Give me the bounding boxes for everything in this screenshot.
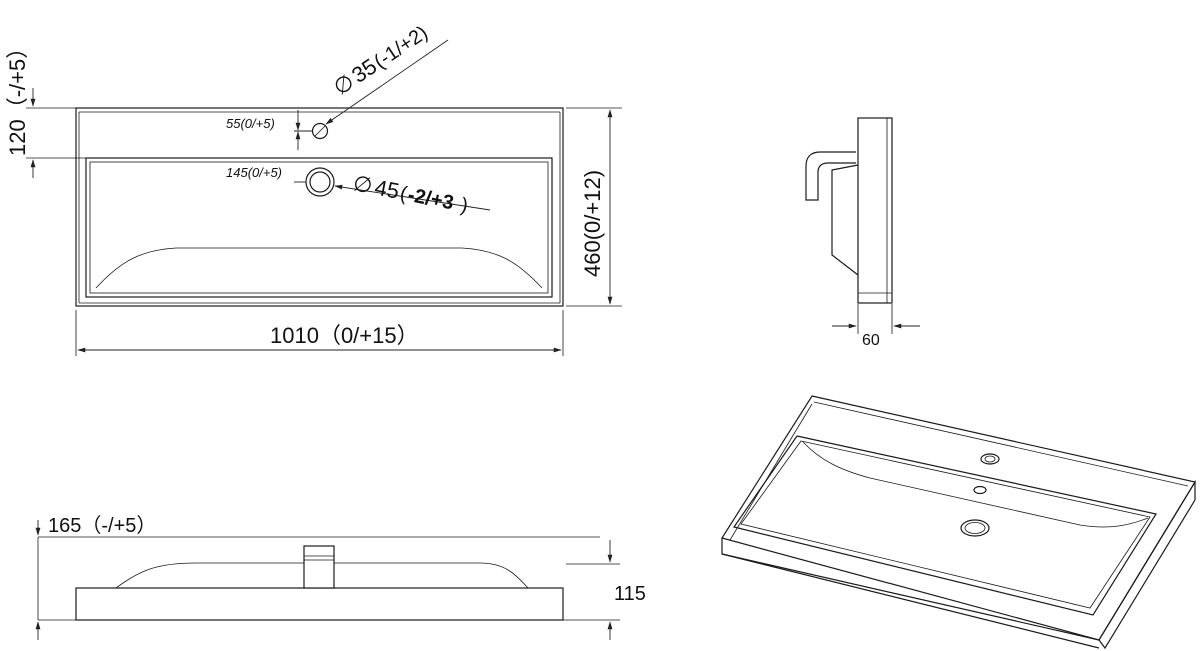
drain-tolerance-close: ): [459, 194, 470, 217]
basin-outline: [75, 107, 564, 307]
tap-hole-tolerance: (-1/+2): [370, 22, 432, 73]
bowl-outline: [85, 157, 553, 298]
diameter-symbol: ∅: [351, 170, 375, 198]
iso-bowl-rim: [733, 435, 1157, 616]
tap-hole: [311, 122, 329, 140]
iso-drain: [960, 519, 990, 537]
isometric-view: [721, 395, 1196, 650]
edge-dimension: 120（-/+5）: [5, 37, 30, 156]
drain-offset-label: 145(0/+5): [226, 165, 282, 180]
elevation-body: [75, 587, 564, 621]
drain-hole: [305, 167, 335, 197]
side-view: 60: [805, 117, 920, 349]
tap-hole-offset-label: 55(0/+5): [226, 116, 275, 131]
iso-tap-hole: [980, 453, 1000, 465]
tap-stub: [303, 545, 335, 589]
width-dimension: 1010（0/+15）: [270, 323, 419, 348]
depth-dimension: 460(0/+12): [580, 170, 605, 277]
thickness-dimension: 115: [614, 583, 646, 605]
drain-leader: [334, 184, 491, 211]
drain-diameter: 45: [373, 175, 402, 204]
front-view: ∅ 35 (-1/+2) ∅ 45 ( -2/+3 ) 55(0/+5) 145…: [5, 22, 622, 356]
tap-hole-leader: [325, 39, 449, 125]
drain-tolerance-open: (: [398, 182, 409, 205]
iso-top-face: [721, 395, 1196, 641]
iso-overflow: [973, 485, 987, 495]
wall-dimension: 60: [862, 332, 880, 349]
side-basin-profile: [857, 117, 893, 304]
elevation-view: 165（-/+5） 115: [35, 514, 646, 640]
drain-tolerance: -2/+3: [406, 184, 456, 214]
height-dimension: 165（-/+5）: [48, 514, 156, 537]
bowl-slope-curve: [95, 247, 543, 289]
